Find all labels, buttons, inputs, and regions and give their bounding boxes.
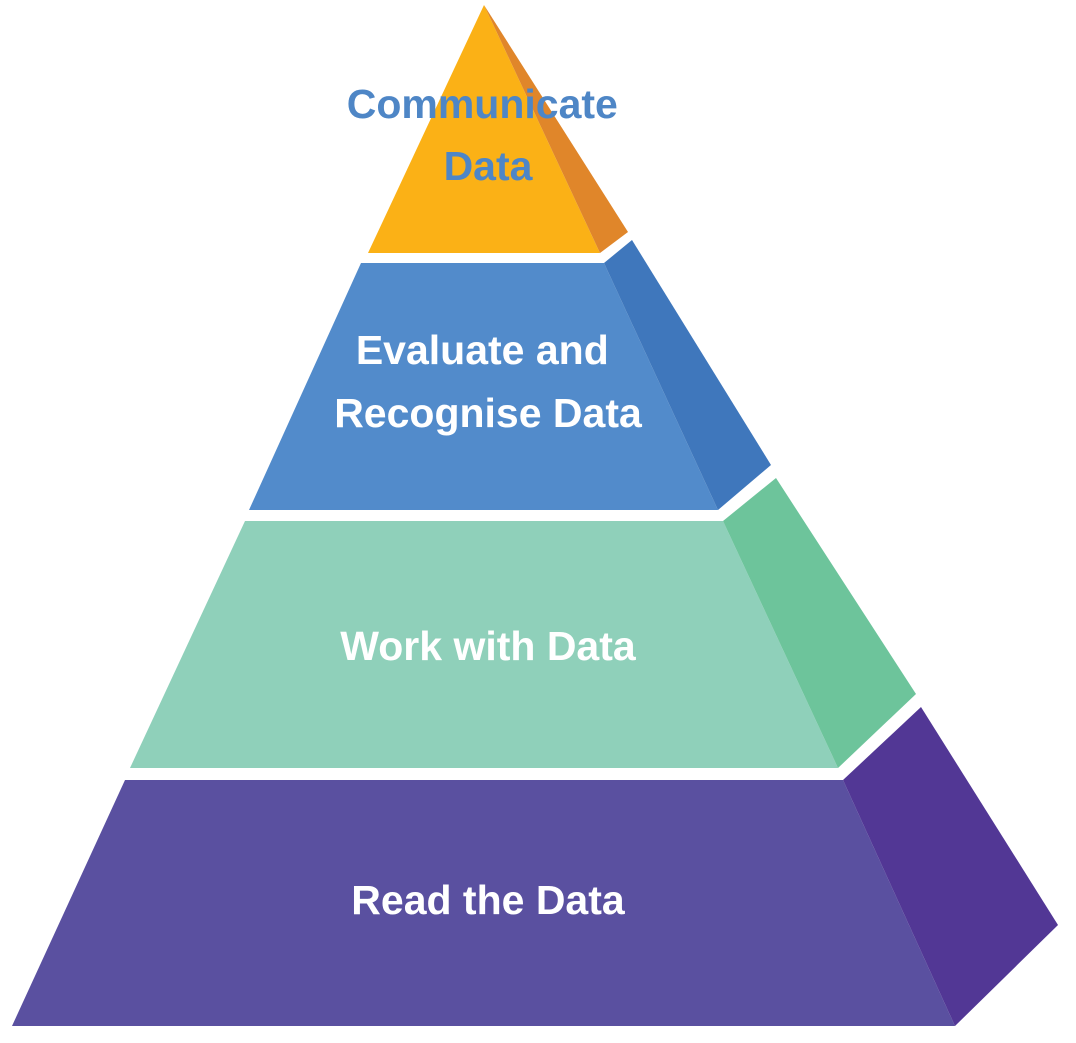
level-evaluate-label: Evaluate and Recognise Data: [334, 327, 643, 436]
level-evaluate-side-face: [604, 240, 771, 510]
level-work-front-face: [130, 521, 838, 768]
level-evaluate-label-line-2: Recognise Data: [334, 390, 643, 436]
level-communicate-label-line-1: Communicate: [347, 81, 618, 127]
level-read-side-face: [843, 707, 1058, 1026]
level-read-front-face: [12, 780, 955, 1026]
level-read-label: Read the Data: [351, 877, 626, 923]
level-communicate-side-face: [484, 5, 628, 253]
pyramid-level-communicate: Communicate Data: [347, 5, 630, 253]
level-read-label-line-1: Read the Data: [351, 877, 626, 923]
level-evaluate-front-face: [249, 263, 718, 510]
level-communicate-label-line-2: Data: [444, 143, 534, 189]
level-work-side-face: [723, 478, 916, 768]
level-communicate-label: Communicate Data: [347, 81, 630, 189]
level-communicate-front-face: [368, 5, 600, 253]
level-evaluate-label-line-1: Evaluate and: [356, 327, 609, 373]
pyramid-level-read: Read the Data: [12, 707, 1058, 1026]
level-work-label-line-1: Work with Data: [340, 623, 637, 669]
pyramid-level-evaluate: Evaluate and Recognise Data: [249, 240, 771, 510]
level-work-label: Work with Data: [340, 623, 637, 669]
pyramid-level-work: Work with Data: [130, 478, 916, 768]
